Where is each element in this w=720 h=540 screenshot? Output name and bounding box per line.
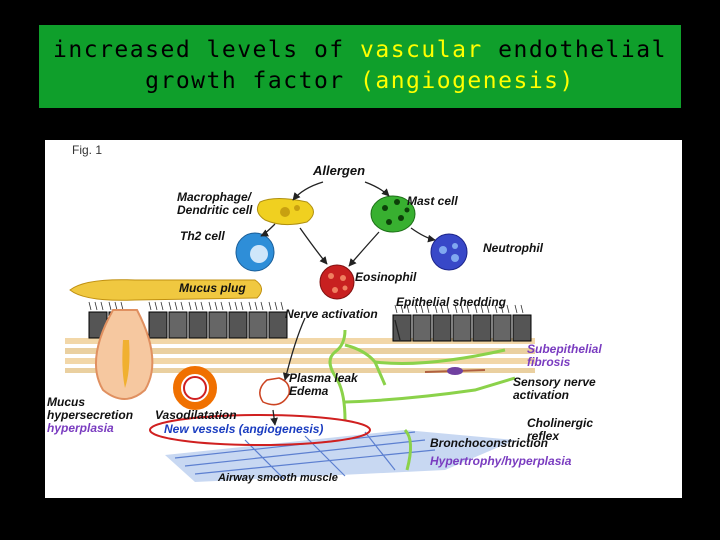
sensory-nerve-icon — [424, 367, 486, 375]
label-fibrosis: fibrosis — [527, 355, 571, 369]
label-neutrophil: Neutrophil — [483, 241, 543, 255]
label-edema: Edema — [289, 384, 329, 398]
label-hypertrophy: Hypertrophy/hyperplasia — [430, 454, 572, 468]
highlight-oval — [149, 414, 371, 446]
eosinophil-icon — [319, 264, 355, 300]
label-reflex: reflex — [527, 429, 560, 443]
label-macrophage: Macrophage/ — [177, 190, 252, 204]
label-dendritic-cell: Dendritic cell — [177, 203, 253, 217]
arrows — [260, 181, 436, 426]
label-sensory-nerve: Sensory nerve — [513, 375, 596, 389]
macrophage-icon — [256, 198, 314, 226]
mast-cell-icon — [370, 195, 416, 233]
label-sensory-activation: activation — [513, 388, 570, 402]
figure-number: Fig. 1 — [72, 143, 103, 157]
title-line-1: increased levels of vascular endothelial — [53, 37, 667, 63]
label-hypersecretion: hypersecretion — [47, 408, 134, 422]
plasma-vessel — [259, 377, 291, 406]
label-allergen: Allergen — [313, 163, 366, 178]
label-nerve-activation: Nerve activation — [285, 307, 378, 321]
label-plasma-leak: Plasma leak — [289, 371, 358, 385]
label-mast-cell: Mast cell — [407, 194, 458, 208]
cilia — [88, 301, 524, 314]
label-cholinergic: Cholinergic — [527, 416, 594, 430]
th2-cell-icon — [235, 232, 275, 272]
label-airway-smooth-muscle: Airway smooth muscle — [218, 472, 338, 484]
label-mucus-plug: Mucus plug — [179, 281, 246, 295]
mucus-plug — [69, 279, 262, 301]
neutrophil-icon — [430, 233, 468, 271]
label-new-vessels: New vessels (angiogenesis) — [164, 422, 324, 436]
slide-title: increased levels of vascular endothelial… — [39, 25, 681, 108]
airway-diagram — [65, 181, 535, 482]
label-epithelial-shedding: Epithelial shedding — [396, 295, 507, 309]
epithelium-left — [88, 311, 288, 339]
label-eosinophil: Eosinophil — [355, 270, 417, 284]
vessel-ring — [173, 366, 217, 410]
label-mucus: Mucus — [47, 395, 86, 409]
label-hyperplasia: hyperplasia — [47, 421, 114, 435]
figure-panel: Fig. 1 Allergen Macrophage/ Dendritic ce… — [45, 140, 682, 498]
epithelium-right — [392, 314, 532, 342]
label-subepithelial: Subepithelial — [527, 342, 602, 356]
submucosa-stripes — [65, 338, 535, 373]
title-line-2: growth factor (angiogenesis) — [145, 68, 575, 94]
label-bronchoconstriction: Bronchoconstriction — [430, 436, 549, 450]
nerve-fibers — [328, 329, 516, 471]
label-vasodilatation: Vasodilatation — [155, 408, 237, 422]
label-th2-cell: Th2 cell — [180, 229, 225, 243]
